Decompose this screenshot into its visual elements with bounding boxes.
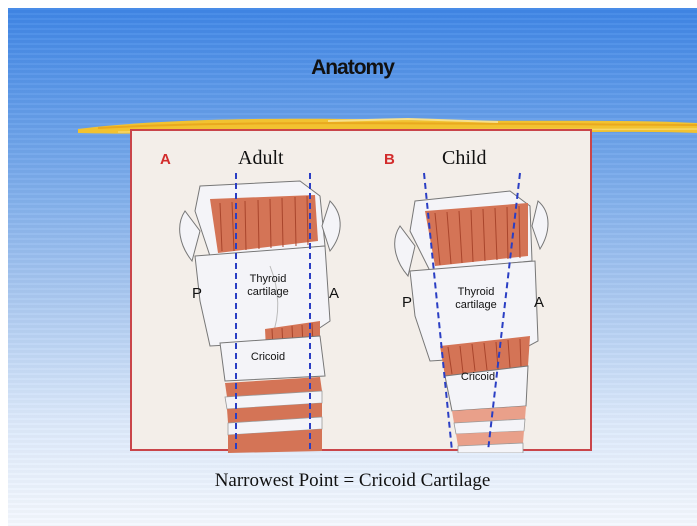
- panel-b-anterior-label: A: [534, 294, 544, 311]
- panel-a-cricoid-label: Cricoid: [240, 351, 296, 364]
- panel-b-letter: B: [384, 151, 395, 168]
- slide: Anatomy A Adult: [8, 8, 697, 526]
- panel-b-posterior-label: P: [402, 294, 412, 311]
- panel-a-anterior-label: A: [329, 285, 339, 302]
- panel-a-thyroid-label: Thyroid cartilage: [232, 273, 304, 298]
- panel-b-cricoid-label: Cricoid: [450, 371, 506, 384]
- panel-a-title: Adult: [238, 147, 284, 170]
- panel-b-thyroid-label: Thyroid cartilage: [440, 286, 512, 311]
- larynx-figure: A Adult P: [130, 129, 592, 451]
- adult-larynx-illustration: [170, 171, 350, 453]
- panel-a-posterior-label: P: [192, 285, 202, 302]
- panel-b-title: Child: [442, 147, 486, 170]
- slide-caption: Narrowest Point = Cricoid Cartilage: [8, 470, 697, 492]
- child-larynx-illustration: [390, 171, 570, 453]
- panel-a-letter: A: [160, 151, 171, 168]
- slide-title: Anatomy: [8, 56, 697, 80]
